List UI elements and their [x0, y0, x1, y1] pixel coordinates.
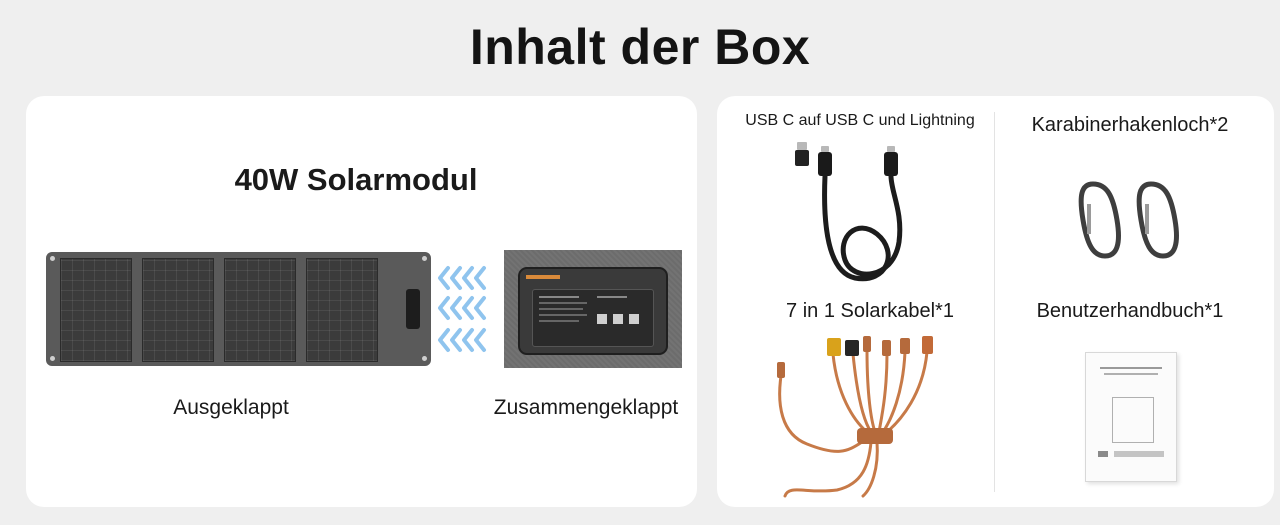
fold-arrows-icon [438, 266, 486, 352]
folded-solar-panel-image [504, 250, 682, 368]
accessories-card: USB C auf USB C und Lightning Karabinerh… [717, 96, 1274, 507]
spec-label-icon [532, 289, 654, 347]
panel-corner-hole [422, 256, 427, 261]
solar-cable-label: 7 in 1 Solarkabel*1 [786, 300, 954, 322]
panel-corner-hole [50, 256, 55, 261]
unfolded-solar-panel-image [46, 252, 431, 366]
solar-cell [60, 258, 132, 362]
usb-cable-label: USB C auf USB C und Lightning [745, 112, 975, 129]
manual-label: Benutzerhandbuch*1 [1036, 300, 1224, 322]
panel-corner-hole [422, 356, 427, 361]
unfolded-label: Ausgeklappt [173, 396, 289, 419]
carabiner-label: Karabinerhakenloch*2 [1031, 114, 1229, 136]
solar-cell [306, 258, 378, 362]
solar-cell [142, 258, 214, 362]
page-title: Inhalt der Box [469, 19, 811, 75]
solar-panel-card: 40W Solarmodul [26, 96, 697, 507]
brand-logo [526, 275, 560, 279]
column-divider [994, 112, 995, 492]
solar-cable-icon [777, 336, 933, 498]
solar-cell [224, 258, 296, 362]
panel-corner-hole [50, 356, 55, 361]
folded-label: Zusammengeklappt [493, 396, 679, 419]
carabiner-icon [1078, 181, 1179, 259]
user-manual-icon [1085, 352, 1177, 482]
usb-cable-icon [795, 142, 903, 282]
folded-panel-case [518, 267, 668, 355]
panel-handle [406, 289, 420, 329]
product-heading: 40W Solarmodul [234, 162, 478, 197]
